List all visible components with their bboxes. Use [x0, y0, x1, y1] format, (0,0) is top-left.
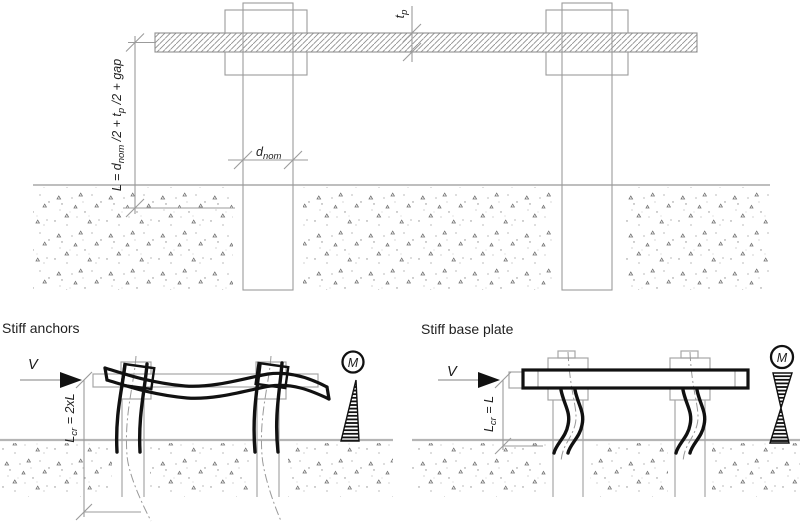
tilted-nut	[254, 361, 290, 390]
shear-arrow: V	[438, 364, 500, 388]
tick-mark	[75, 371, 93, 389]
concrete-texture-block	[0, 443, 112, 497]
bottom-nut	[224, 51, 308, 76]
concrete	[0, 438, 393, 497]
anchor-curve	[252, 362, 262, 454]
dimension-buckling-length: Lcr = L	[482, 371, 543, 455]
stiff-anchors-diagram: Stiff anchors	[0, 320, 393, 522]
buckling-length-label: Lcr = L	[482, 396, 499, 432]
concrete-texture-block	[622, 187, 770, 290]
tick-mark	[402, 42, 422, 62]
top-nut	[224, 9, 308, 34]
concrete-texture-block	[303, 187, 552, 290]
undeformed-outline	[92, 361, 319, 497]
deformed-anchors	[552, 388, 707, 455]
bolt-centerlines	[560, 351, 699, 463]
top-diagram: L = dnom /2 + tp /2 + gap tp dnom	[33, 2, 770, 291]
diagram-title: Stiff base plate	[421, 321, 514, 337]
moment-diagram-lower-triangle	[769, 405, 790, 444]
tick-mark	[283, 150, 303, 170]
moment-diagram-triangle	[340, 379, 360, 442]
concrete-texture-block	[412, 443, 546, 497]
dimension-label-tp: tp	[393, 10, 410, 19]
concrete-texture-block	[590, 443, 668, 497]
anchor-curve	[114, 363, 127, 454]
bolt-stub	[557, 350, 576, 359]
plate-end	[103, 366, 109, 382]
tick-mark	[125, 198, 145, 218]
top-concrete	[33, 184, 770, 290]
plate-end	[325, 385, 331, 401]
concrete-texture-block	[150, 443, 250, 497]
tick-mark	[494, 371, 512, 389]
deformed-anchors	[114, 361, 284, 454]
centerline	[260, 355, 282, 522]
anchor-curve	[274, 361, 284, 454]
dimension-label-L-formula: L = dnom /2 + tp /2 + gap	[110, 59, 127, 191]
deformed-plate-bottom-face	[105, 378, 331, 401]
top-nut	[545, 9, 629, 34]
deformed-plate-top-face	[103, 366, 329, 389]
shear-arrow: V	[20, 357, 82, 388]
nut	[547, 387, 589, 401]
bolt-shaft	[242, 2, 294, 291]
anchor-bolt-1	[224, 2, 308, 291]
tick-mark	[402, 23, 422, 43]
shear-force-label: V	[28, 357, 39, 373]
centerline	[125, 355, 152, 522]
dimension-buckling-length: Lcr = 2xL	[63, 371, 141, 521]
arrow-head	[60, 372, 82, 388]
stiff-base-plate-diagram: Stiff base plate	[412, 321, 800, 497]
bolt-stub	[680, 350, 699, 359]
buckling-length-label: Lcr = 2xL	[63, 393, 80, 442]
nut	[669, 387, 711, 401]
bolt-shaft	[561, 2, 613, 291]
centerline	[560, 351, 577, 463]
deformed-plate	[103, 366, 331, 401]
concrete-texture-block	[288, 443, 393, 497]
moment-label: M	[348, 356, 359, 370]
anchor-curve	[552, 388, 571, 455]
anchor-curve	[566, 388, 585, 455]
moment-label: M	[777, 351, 788, 365]
anchor-curve	[688, 388, 707, 455]
arrow-head	[478, 372, 500, 388]
dimension-lever-arm-L: L = dnom /2 + tp /2 + gap	[110, 33, 235, 218]
plate-end-block	[508, 371, 524, 389]
base-plate-section	[154, 32, 698, 53]
dimension-bolt-diameter: dnom	[228, 145, 308, 170]
anchor-bolt-2	[545, 2, 629, 291]
concrete	[412, 438, 800, 497]
tick-mark	[233, 150, 253, 170]
concrete-texture-block	[712, 443, 800, 497]
moment-group: M	[340, 350, 365, 442]
concrete-texture-block	[33, 187, 233, 290]
centerline	[682, 351, 699, 463]
anchor-curve	[674, 388, 693, 455]
dimension-label-dnom: dnom	[256, 145, 282, 162]
moment-circle-icon	[341, 350, 365, 374]
diagram-title: Stiff anchors	[2, 320, 80, 336]
tick-mark	[125, 33, 145, 52]
anchor-curve	[137, 362, 149, 454]
dimension-plate-thickness: tp	[393, 6, 422, 62]
shear-force-label: V	[447, 364, 458, 380]
moment-diagram-upper-triangle	[772, 372, 793, 411]
moment-group: M	[769, 344, 795, 444]
bottom-nut	[545, 51, 629, 76]
rigid-base-plate	[521, 368, 750, 390]
moment-circle-icon	[769, 344, 795, 370]
bolt-centerlines	[125, 355, 282, 522]
